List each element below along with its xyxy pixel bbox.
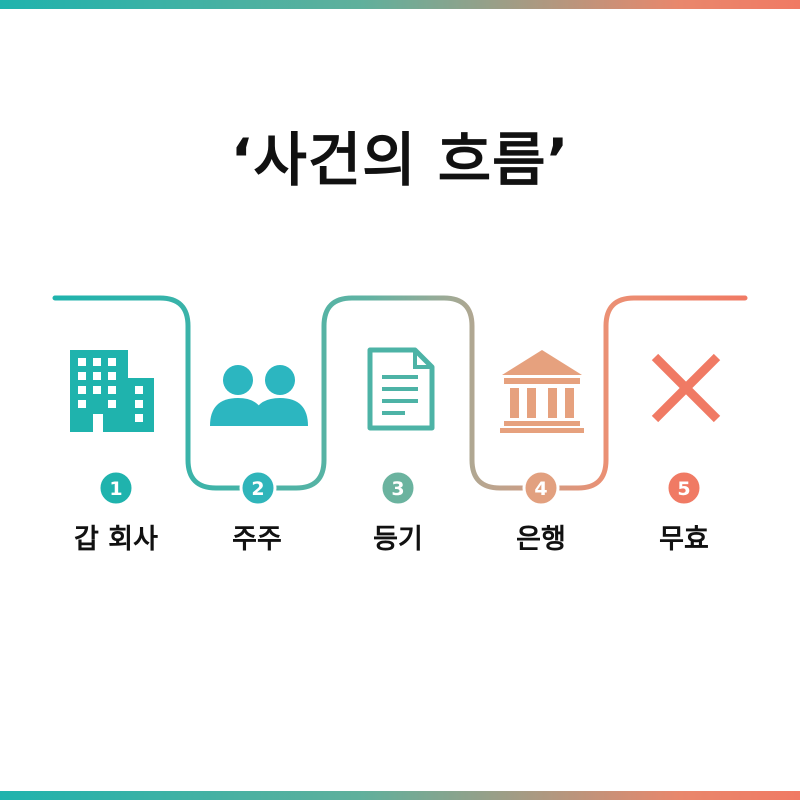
step-label-bank: 은행 — [516, 524, 566, 555]
bank-building-icon — [500, 350, 584, 433]
step-label-company: 갑 회사 — [74, 524, 158, 555]
step-label-shareholders: 주주 — [232, 524, 282, 555]
step-number-badge: 3 — [379, 469, 417, 507]
step-label-registration: 등기 — [373, 524, 423, 555]
document-icon — [367, 347, 435, 431]
step-label-invalid: 무효 — [659, 524, 709, 555]
flow-connector-line — [52, 295, 748, 491]
x-mark-icon — [651, 353, 721, 423]
step-number-text: 5 — [677, 478, 690, 500]
step-number-badge: 1 — [97, 469, 135, 507]
step-number-text: 2 — [251, 478, 264, 500]
step-number-text: 4 — [534, 478, 547, 500]
step-number-text: 3 — [391, 478, 404, 500]
step-number-badge: 2 — [239, 469, 277, 507]
step-number-text: 1 — [109, 478, 122, 500]
office-building-icon — [70, 350, 154, 432]
step-number-badge: 5 — [665, 469, 703, 507]
page-title: ‘사건의 흐름’ — [230, 126, 570, 194]
bottom-gradient-bar — [0, 791, 800, 800]
step-number-badge: 4 — [522, 469, 560, 507]
people-group-icon — [210, 365, 308, 426]
top-gradient-bar — [0, 0, 800, 9]
